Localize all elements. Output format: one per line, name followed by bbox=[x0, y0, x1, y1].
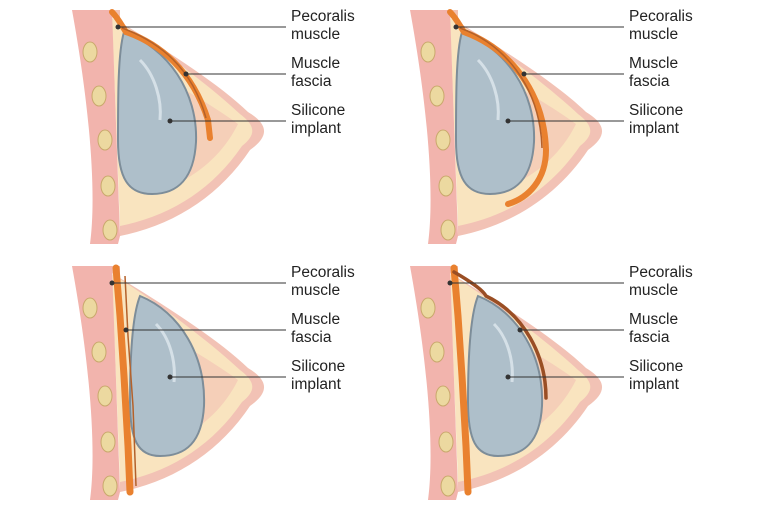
leader-lines bbox=[450, 282, 624, 378]
pectoralis-muscle-band bbox=[112, 264, 134, 496]
breast-cross-section bbox=[410, 264, 624, 500]
panel-bottom-right: Pecoralis muscle Muscle fascia Silicone … bbox=[338, 256, 722, 512]
silicone-implant-shape bbox=[466, 294, 544, 458]
muscle-fascia-band bbox=[459, 27, 543, 149]
breast-cross-section bbox=[410, 9, 624, 244]
leader-lines bbox=[112, 282, 286, 378]
ribs bbox=[82, 41, 118, 241]
chest-wall bbox=[72, 266, 120, 500]
implant-label: Silicone implant bbox=[629, 102, 684, 137]
pectoralis-muscle-band bbox=[447, 9, 550, 207]
pectoralis-label: Pecoralis muscle bbox=[291, 8, 355, 43]
ribs bbox=[82, 297, 118, 497]
panel-top-left: Pecoralis muscle Muscle fascia Silicone … bbox=[0, 0, 384, 256]
silicone-implant-shape bbox=[454, 30, 536, 196]
chest-wall bbox=[410, 10, 458, 244]
panel-top-right: Pecoralis muscle Muscle fascia Silicone … bbox=[338, 0, 722, 256]
chest-wall bbox=[72, 10, 120, 244]
implant-highlight bbox=[154, 322, 176, 383]
silicone-implant-shape bbox=[116, 30, 198, 196]
fascia-label: Muscle fascia bbox=[291, 311, 341, 346]
fascia-label: Muscle fascia bbox=[629, 55, 679, 90]
panel-bottom-left: Pecoralis muscle Muscle fascia Silicone … bbox=[0, 256, 384, 512]
pectoralis-label: Pecoralis muscle bbox=[291, 264, 355, 299]
ribs bbox=[420, 297, 456, 497]
leader-lines bbox=[456, 26, 624, 122]
pectoralis-label: Pecoralis muscle bbox=[629, 264, 693, 299]
fascia-label: Muscle fascia bbox=[291, 55, 341, 90]
implant-highlight bbox=[476, 58, 500, 121]
chest-wall bbox=[410, 266, 458, 500]
implant-highlight bbox=[138, 58, 162, 121]
breast-cross-section bbox=[72, 9, 286, 244]
pectoralis-label: Pecoralis muscle bbox=[629, 8, 693, 43]
implant-highlight bbox=[492, 322, 514, 383]
muscle-fascia-band bbox=[124, 275, 137, 487]
leader-lines bbox=[118, 26, 286, 122]
implant-label: Silicone implant bbox=[629, 358, 684, 393]
breast-cross-section bbox=[72, 264, 286, 500]
silicone-implant-shape bbox=[128, 294, 206, 458]
implant-label: Silicone implant bbox=[291, 358, 346, 393]
ribs bbox=[420, 41, 456, 241]
muscle-fascia-band bbox=[121, 27, 207, 119]
muscle-fascia-band bbox=[452, 270, 548, 400]
pectoralis-muscle-band bbox=[450, 264, 472, 496]
fascia-label: Muscle fascia bbox=[629, 311, 679, 346]
implant-label: Silicone implant bbox=[291, 102, 346, 137]
